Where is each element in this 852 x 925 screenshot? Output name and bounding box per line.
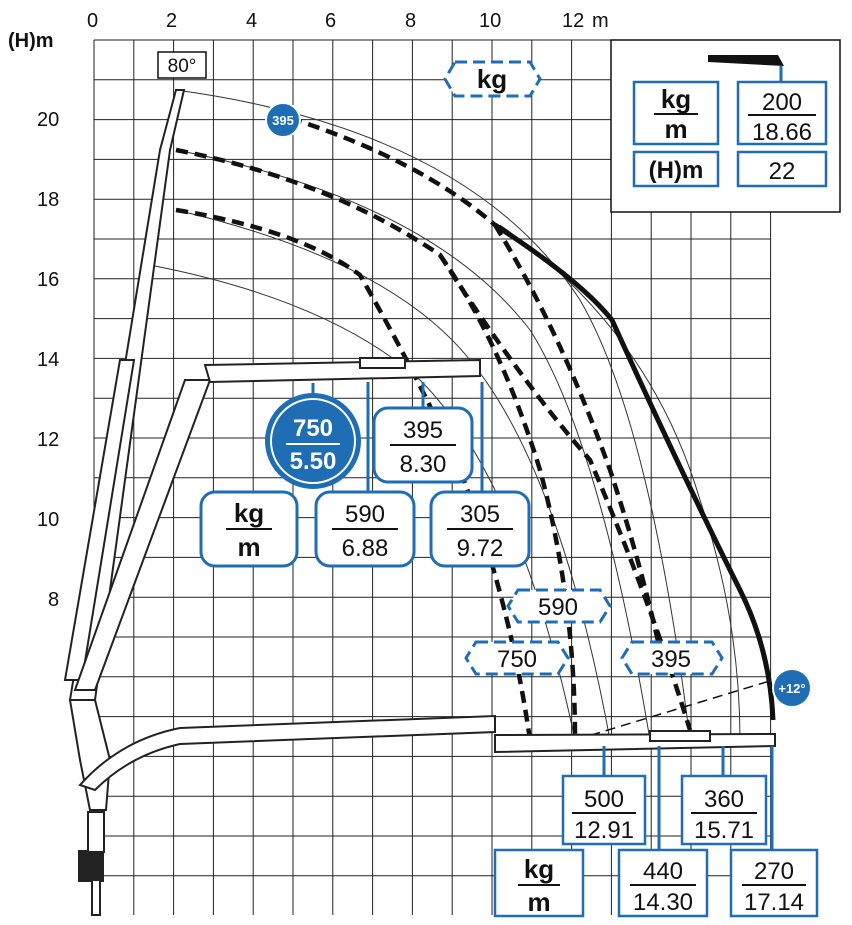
legend-tip-reach: 18.66 <box>752 119 812 146</box>
y-tick-14: 14 <box>37 349 59 371</box>
svg-text:14.30: 14.30 <box>633 889 693 916</box>
x-tick-8: 8 <box>405 10 416 32</box>
svg-text:12.91: 12.91 <box>574 817 634 844</box>
legend-height: 22 <box>769 158 796 185</box>
x-tick-10: 10 <box>479 10 501 32</box>
angle-box <box>157 51 207 79</box>
top-load-badge-text: 395 <box>272 113 294 128</box>
y-tick-8: 8 <box>48 589 59 611</box>
capacity-360: 360 15.71 <box>680 774 768 846</box>
svg-text:9.72: 9.72 <box>457 535 504 562</box>
svg-text:17.14: 17.14 <box>744 889 804 916</box>
svg-text:270: 270 <box>754 858 794 885</box>
jib-leaders <box>602 746 774 850</box>
capacity-750: 750 5.50 <box>265 393 361 489</box>
jib-angle-text: +12° <box>778 681 805 696</box>
kg-m-label-jib: kg m <box>493 848 585 918</box>
svg-text:590: 590 <box>345 501 385 528</box>
y-tick-18: 18 <box>37 189 59 211</box>
x-axis-labels: 0 2 4 6 8 10 12 m <box>87 10 609 32</box>
legend-h-label: (H)m <box>649 157 704 184</box>
svg-text:305: 305 <box>460 501 500 528</box>
capacity-750-reach: 5.50 <box>290 448 337 475</box>
x-tick-0: 0 <box>87 10 98 32</box>
max-angle-label: 80° <box>168 56 197 77</box>
svg-text:m: m <box>237 532 260 562</box>
kg-m-label-main: kg m <box>199 490 299 568</box>
crane-base <box>68 699 112 916</box>
crane-boom-mid <box>73 357 481 691</box>
capacity-395: 395 8.30 <box>372 406 474 484</box>
top-load-badge <box>265 102 301 138</box>
curve-tag-750: 750 <box>464 640 570 676</box>
jib-angle-badge <box>772 668 812 708</box>
crane-boom-vertical <box>63 89 186 701</box>
main-boom-leaders <box>311 382 484 492</box>
capacity-750-load: 750 <box>293 415 333 442</box>
capacity-305: 305 9.72 <box>429 490 531 568</box>
svg-text:8.30: 8.30 <box>400 451 447 478</box>
svg-text:590: 590 <box>538 594 578 621</box>
y-tick-12: 12 <box>37 429 59 451</box>
y-axis-labels: (H)m 8 10 12 14 16 18 20 <box>8 30 59 611</box>
svg-text:m: m <box>664 114 687 144</box>
curve-tag-395: 395 <box>620 640 724 676</box>
kg-tag: kg <box>443 60 542 98</box>
capacity-440: 440 14.30 <box>617 848 709 918</box>
svg-text:m: m <box>527 887 550 917</box>
x-tick-4: 4 <box>246 10 257 32</box>
y-unit: (H)m <box>8 30 54 52</box>
svg-text:440: 440 <box>643 858 683 885</box>
legend-panel: kg m 200 18.66 (H)m 22 <box>610 39 841 213</box>
x-tick-2: 2 <box>166 10 177 32</box>
svg-text:6.88: 6.88 <box>342 535 389 562</box>
svg-text:kg: kg <box>524 854 554 884</box>
capacity-270: 270 17.14 <box>729 848 819 918</box>
svg-text:500: 500 <box>584 786 624 813</box>
crane-boom-horizontal <box>78 714 776 792</box>
legend-tip-load: 200 <box>762 89 802 116</box>
capacity-500: 500 12.91 <box>561 774 647 846</box>
svg-text:395: 395 <box>403 417 443 444</box>
y-tick-16: 16 <box>37 269 59 291</box>
svg-text:15.71: 15.71 <box>694 817 754 844</box>
svg-text:750: 750 <box>497 646 537 673</box>
svg-text:395: 395 <box>651 646 691 673</box>
x-tick-12: 12 <box>562 10 584 32</box>
x-tick-6: 6 <box>325 10 336 32</box>
y-tick-10: 10 <box>37 509 59 531</box>
svg-text:360: 360 <box>704 786 744 813</box>
svg-text:kg: kg <box>661 84 691 114</box>
svg-text:kg: kg <box>234 498 264 528</box>
svg-text:kg: kg <box>477 64 507 94</box>
x-unit: m <box>592 10 609 32</box>
curve-tag-590: 590 <box>506 588 612 624</box>
capacity-590: 590 6.88 <box>314 490 416 568</box>
y-tick-20: 20 <box>37 109 59 131</box>
